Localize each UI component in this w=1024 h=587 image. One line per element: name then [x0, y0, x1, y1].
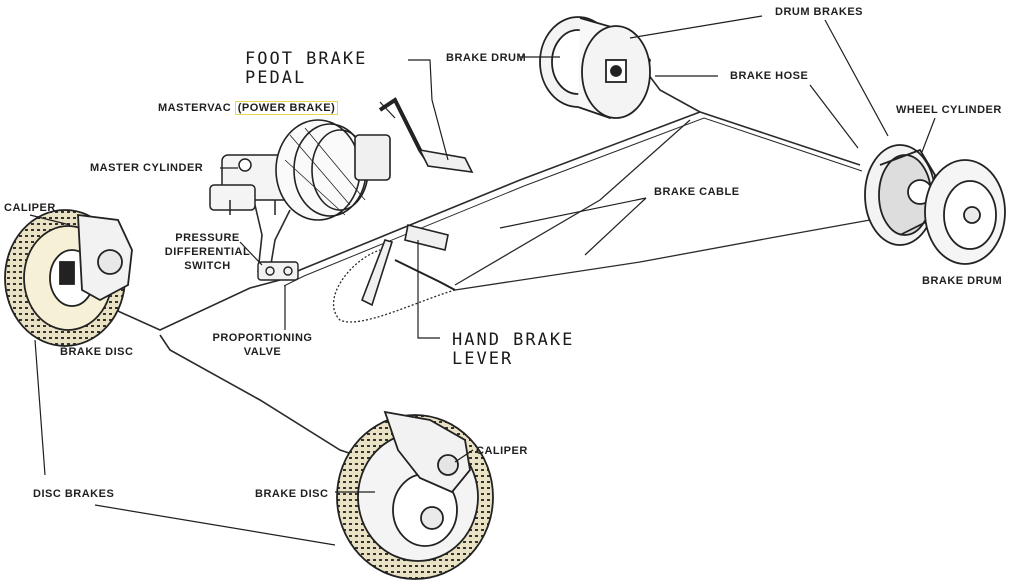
- hand-brake-lever: [360, 224, 456, 307]
- bottom-disc-brake: [336, 410, 494, 580]
- label-disc-brakes: DISC BRAKES: [33, 488, 115, 500]
- label-mastervac-text: MASTERVAC: [158, 102, 232, 114]
- leader-lines: [29, 15, 936, 546]
- left-disc-brake: [4, 209, 133, 347]
- label-caliper-bottom: CALIPER: [476, 445, 528, 457]
- label-hand-brake-2: LEVER: [452, 349, 514, 369]
- label-pressure-switch-3: SWITCH: [184, 260, 231, 272]
- label-brake-hose: BRAKE HOSE: [730, 70, 809, 82]
- foot-brake-pedal: [354, 97, 474, 181]
- label-brake-drum-top: BRAKE DRUM: [446, 52, 527, 64]
- pressure-differential-switch: [257, 261, 299, 281]
- top-drum-brake: [539, 16, 651, 119]
- label-brake-disc-left: BRAKE DISC: [60, 346, 134, 358]
- label-proportioning-2: VALVE: [243, 346, 282, 358]
- label-foot-brake-1: FOOT BRAKE: [245, 49, 368, 69]
- label-master-cylinder: MASTER CYLINDER: [90, 162, 204, 174]
- label-wheel-cylinder: WHEEL CYLINDER: [896, 104, 1002, 116]
- label-foot-brake-2: PEDAL: [245, 68, 307, 88]
- label-caliper-left: CALIPER: [4, 202, 56, 214]
- label-brake-disc-bottom: BRAKE DISC: [255, 488, 329, 500]
- label-hand-brake-1: HAND BRAKE: [452, 330, 575, 350]
- label-brake-drum-right: BRAKE DRUM: [922, 275, 1003, 287]
- label-mastervac: MASTERVAC (POWER BRAKE): [158, 101, 339, 115]
- brake-cables: [333, 119, 871, 323]
- label-power-brake: (POWER BRAKE): [234, 101, 339, 115]
- label-pressure-switch-2: DIFFERENTIAL: [164, 246, 251, 258]
- label-drum-brakes: DRUM BRAKES: [775, 6, 863, 18]
- label-proportioning-1: PROPORTIONING: [212, 332, 313, 344]
- label-brake-cable: BRAKE CABLE: [654, 186, 740, 198]
- label-pressure-switch-1: PRESSURE: [175, 232, 240, 244]
- right-drum-brake: [864, 144, 1006, 265]
